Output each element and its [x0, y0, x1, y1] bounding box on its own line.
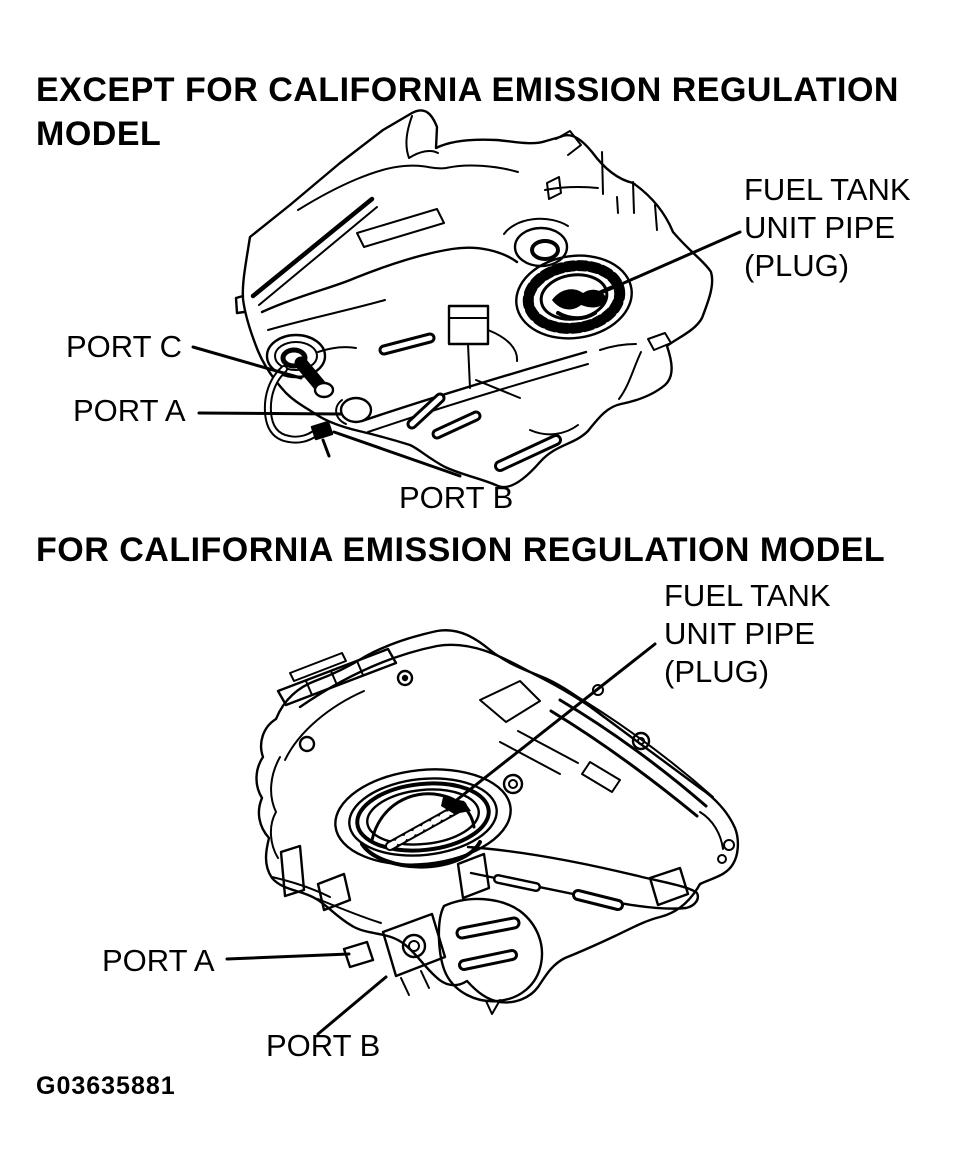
leader-fuel-tank-unit-pipe-bottom: [447, 642, 657, 808]
leader-port-a-top: [197, 411, 343, 416]
figure-top-title: EXCEPT FOR CALIFORNIA EMISSION REGULATIO…: [36, 68, 899, 156]
port-b-hose: [263, 365, 334, 458]
fuel-tank-unit-ring-top: [515, 254, 633, 340]
leader-port-b-top: [332, 430, 462, 478]
label-fuel-tank-unit-pipe-bottom: FUEL TANK UNIT PIPE (PLUG): [664, 577, 831, 691]
label-fuel-tank-unit-pipe-top: FUEL TANK UNIT PIPE (PLUG): [744, 171, 911, 285]
figure-top-title-line2: MODEL: [36, 115, 162, 153]
tank-top-box-detail: [447, 304, 519, 389]
port-c-flange: [265, 333, 335, 399]
label-line: (PLUG): [744, 248, 850, 283]
leader-port-a-bottom: [225, 952, 351, 961]
label-line: FUEL TANK: [664, 578, 831, 613]
vent-ring-top: [503, 217, 569, 268]
tank-bottom-outline: [255, 629, 740, 1004]
tank-drawing-bottom: [255, 629, 740, 1015]
figure-code: G03635881: [36, 1072, 176, 1100]
fuel-tank-unit-ring-bottom: [334, 768, 512, 869]
label-line: (PLUG): [664, 654, 770, 689]
leader-port-c: [191, 345, 303, 380]
figure-bottom-title: FOR CALIFORNIA EMISSION REGULATION MODEL: [36, 531, 886, 569]
label-port-b-top: PORT B: [399, 480, 514, 515]
label-port-c: PORT C: [66, 329, 182, 364]
tank-bottom-arm-bracket: [466, 845, 700, 911]
leader-lines: [191, 230, 742, 1036]
label-port-b-bottom: PORT B: [266, 1028, 381, 1063]
tank-bottom-skid-plate: [437, 897, 544, 1015]
label-line: UNIT PIPE: [664, 616, 816, 651]
figure-top-title-line1: EXCEPT FOR CALIFORNIA EMISSION REGULATIO…: [36, 71, 899, 109]
label-line: FUEL TANK: [744, 172, 911, 207]
leader-port-b-bottom: [316, 975, 388, 1036]
leader-fuel-tank-unit-pipe-top: [599, 230, 742, 295]
port-a-tab-bottom: [342, 912, 447, 996]
label-port-a-bottom: PORT A: [102, 943, 215, 978]
tank-bottom-ladder: [276, 647, 398, 707]
tank-drawing-top: [234, 109, 714, 489]
label-port-a-top: PORT A: [73, 393, 186, 428]
label-line: UNIT PIPE: [744, 210, 896, 245]
